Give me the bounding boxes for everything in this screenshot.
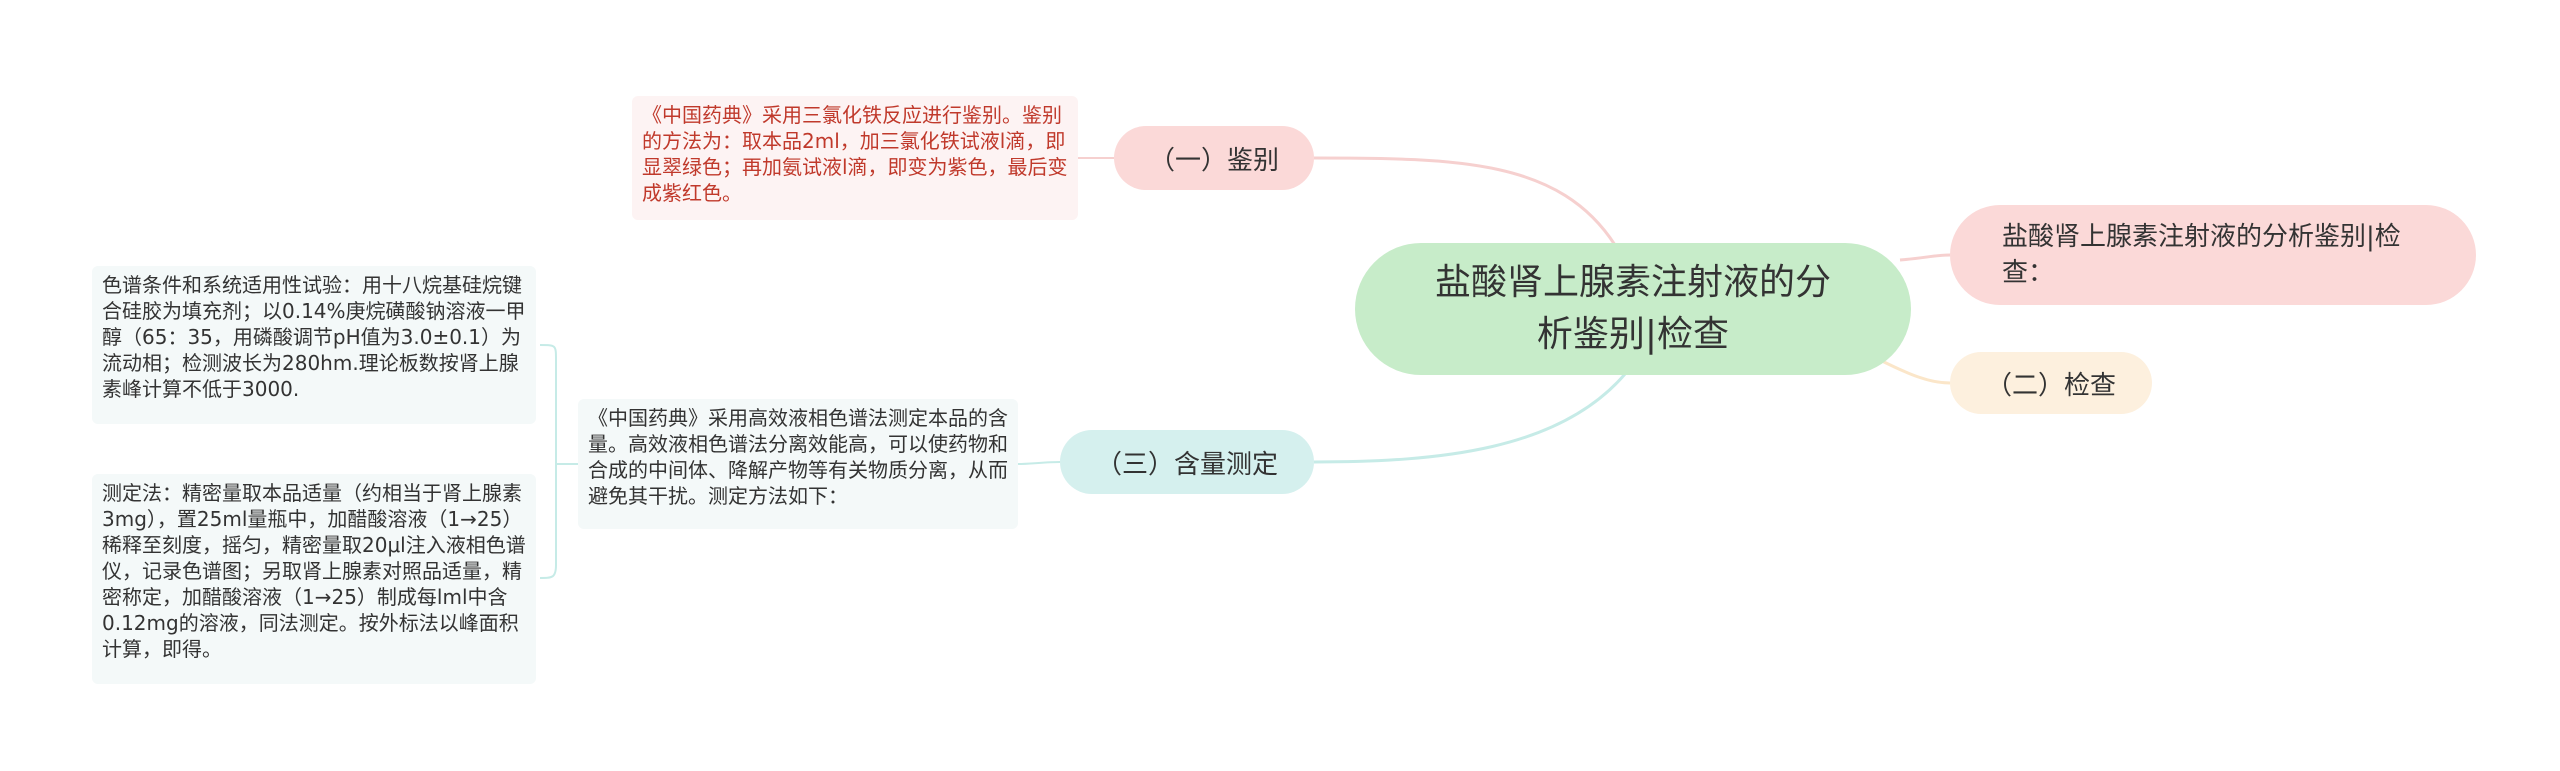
- link-note-bracket: [539, 343, 578, 579]
- branch-content-determination-label: （三）含量测定: [1095, 449, 1278, 480]
- note-content-determination-text: 《中国药典》采用高效液相色谱法测定本品的含量。高效液相色谱法分离效能高，可以使药…: [588, 406, 1008, 508]
- branch-inspection[interactable]: （二）检查: [1950, 352, 2152, 414]
- link-hanliang-note: [1017, 461, 1061, 465]
- note-content-determination[interactable]: 《中国药典》采用高效液相色谱法测定本品的含量。高效液相色谱法分离效能高，可以使药…: [578, 399, 1018, 529]
- note-assay-method-text: 测定法：精密量取本品适量（约相当于肾上腺素3mg），置25ml量瓶中，加醋酸溶液…: [102, 481, 526, 661]
- note-chromatographic-conditions-text: 色谱条件和系统适用性试验：用十八烷基硅烷键合硅胶为填充剂；以0.14%庚烷磺酸钠…: [102, 273, 526, 401]
- note-identification[interactable]: 《中国药典》采用三氯化铁反应进行鉴别。鉴别的方法为：取本品2ml，加三氯化铁试液…: [632, 96, 1078, 220]
- note-identification-text: 《中国药典》采用三氯化铁反应进行鉴别。鉴别的方法为：取本品2ml，加三氯化铁试液…: [642, 103, 1068, 205]
- branch-identification[interactable]: （一）鉴别: [1114, 126, 1314, 190]
- central-topic-text: 盐酸肾上腺素注射液的分析鉴别|检查: [1434, 262, 1831, 355]
- branch-identification-label: （一）鉴别: [1148, 145, 1279, 176]
- link-center-jianbie: [1313, 156, 1617, 246]
- central-topic[interactable]: 盐酸肾上腺素注射液的分析鉴别|检查: [1355, 243, 1911, 375]
- branch-content-determination[interactable]: （三）含量测定: [1060, 430, 1314, 494]
- link-center-jiancha: [1879, 358, 1951, 385]
- note-chromatographic-conditions[interactable]: 色谱条件和系统适用性试验：用十八烷基硅烷键合硅胶为填充剂；以0.14%庚烷磺酸钠…: [92, 266, 536, 424]
- branch-right-topic[interactable]: 盐酸肾上腺素注射液的分析鉴别|检查：: [1950, 205, 2476, 305]
- branch-right-topic-label: 盐酸肾上腺素注射液的分析鉴别|检查：: [2002, 222, 2401, 288]
- branch-inspection-label: （二）检查: [1985, 370, 2116, 401]
- link-center-righttopic: [1899, 253, 1951, 262]
- note-assay-method[interactable]: 测定法：精密量取本品适量（约相当于肾上腺素3mg），置25ml量瓶中，加醋酸溶液…: [92, 474, 536, 684]
- link-center-hanliang: [1313, 373, 1627, 464]
